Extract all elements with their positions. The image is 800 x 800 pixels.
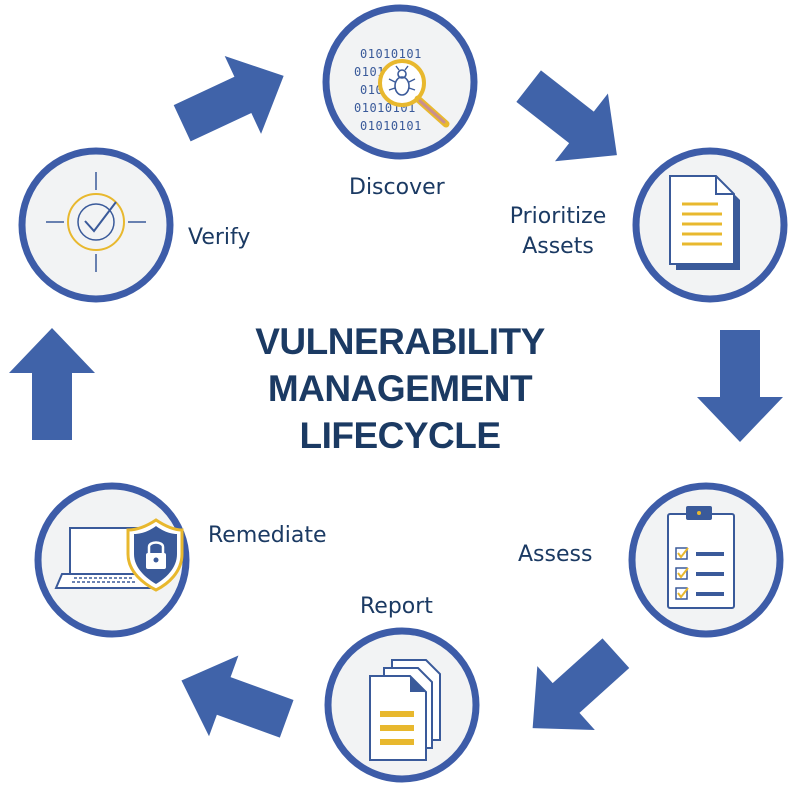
laptop-shield-lock-icon xyxy=(54,518,184,592)
remediate-node xyxy=(34,482,190,638)
diagram-title: VULNERABILITY MANAGEMENT LIFECYCLE xyxy=(150,318,650,459)
arrow-report-to-remediate xyxy=(166,640,302,760)
prioritize-label-line: Prioritize xyxy=(509,204,607,229)
discover-label: Discover xyxy=(349,175,445,200)
stacked-documents-icon xyxy=(369,659,441,761)
binary-row: 01010101 xyxy=(360,119,422,133)
arrow-discover-to-prioritize xyxy=(502,52,644,189)
arrow-prioritize-to-assess xyxy=(697,330,783,442)
verify-node xyxy=(18,147,174,303)
verify-label: Verify xyxy=(188,225,251,250)
assess-label: Assess xyxy=(518,542,593,567)
clipboard-checklist-icon xyxy=(667,506,735,609)
title-line: VULNERABILITY xyxy=(255,321,545,362)
arrow-verify-to-discover xyxy=(163,36,302,163)
title-line: MANAGEMENT xyxy=(267,368,533,409)
report-node xyxy=(324,627,480,783)
prioritize-node xyxy=(632,147,788,303)
document-icon xyxy=(669,175,740,270)
prioritize-label-line: Assets xyxy=(522,234,594,259)
remediate-label: Remediate xyxy=(208,523,327,548)
prioritize-label: Prioritize Assets xyxy=(498,202,618,262)
arrow-remediate-to-verify xyxy=(9,328,95,440)
arrow-assess-to-report xyxy=(503,621,645,761)
binary-row: 01010101 xyxy=(360,47,422,61)
magnifier-bug-icon: 01010101 01010101 01010101 01010101 0101… xyxy=(354,47,450,133)
discover-node: 01010101 01010101 01010101 01010101 0101… xyxy=(322,4,478,160)
assess-node xyxy=(628,482,784,638)
target-check-icon xyxy=(46,172,146,272)
title-line: LIFECYCLE xyxy=(299,415,501,456)
report-label: Report xyxy=(360,594,433,619)
